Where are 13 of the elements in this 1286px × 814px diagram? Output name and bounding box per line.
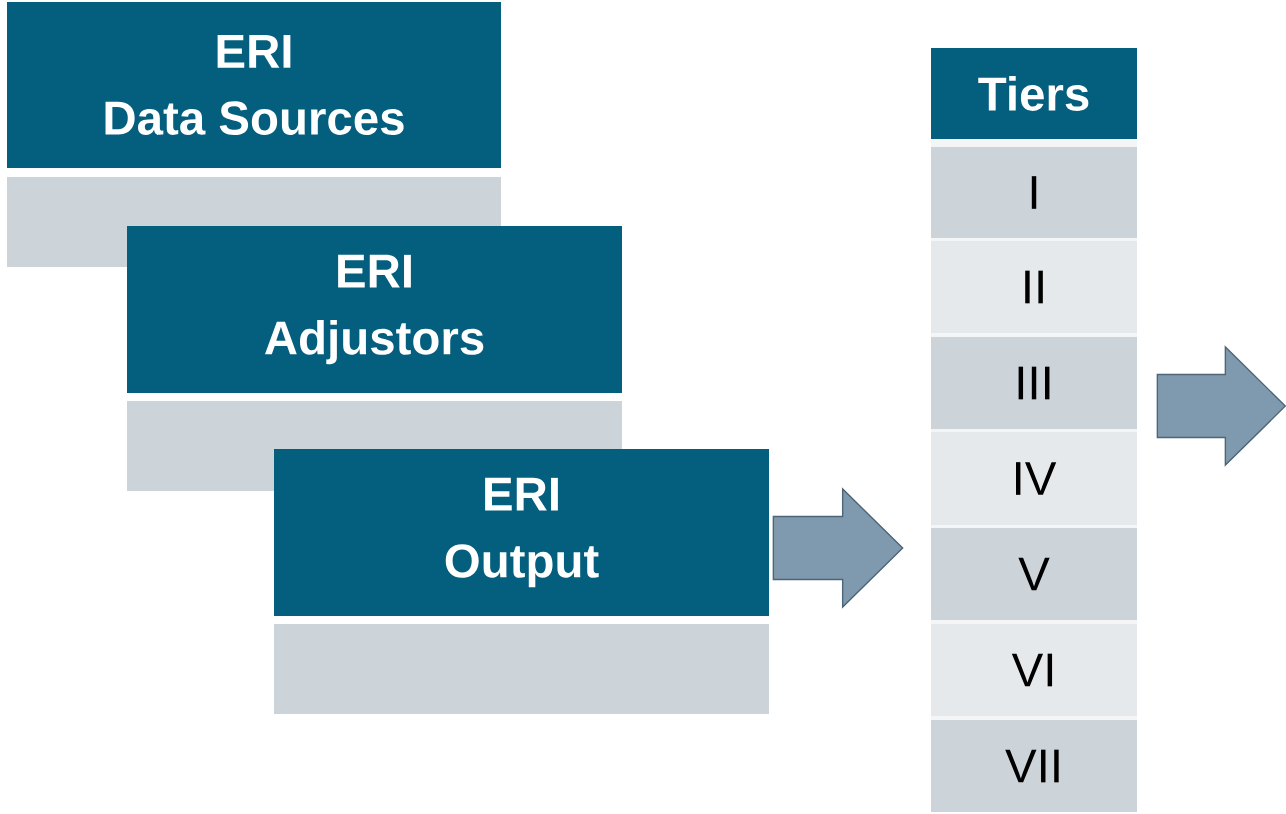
node-label: ERI bbox=[217, 35, 291, 68]
node-label: Adjustors bbox=[264, 319, 484, 365]
table-cell: I bbox=[931, 147, 1137, 238]
table-cell: VI bbox=[931, 624, 1137, 716]
table-cell: III bbox=[931, 337, 1137, 429]
node-label: Data Sources bbox=[105, 101, 404, 135]
block-arrow bbox=[772, 487, 904, 609]
table-cell: II bbox=[931, 241, 1137, 333]
table-cell: VII bbox=[931, 720, 1137, 812]
table-cell: V bbox=[931, 528, 1137, 620]
block-arrow bbox=[1156, 345, 1286, 467]
card: ERI Output bbox=[274, 449, 769, 714]
table-cell: IV bbox=[931, 432, 1137, 525]
